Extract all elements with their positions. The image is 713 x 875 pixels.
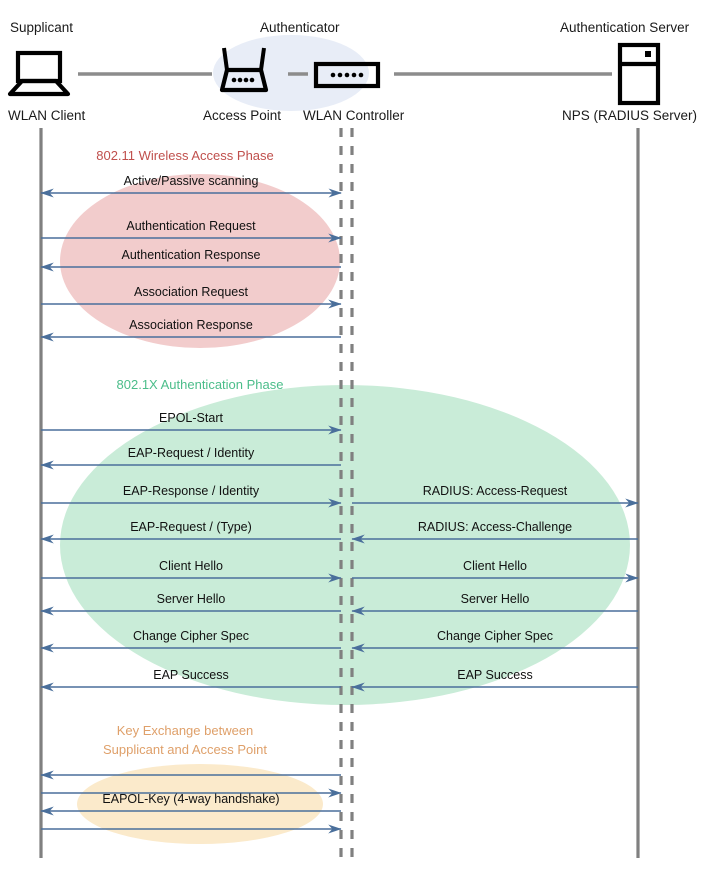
laptop-icon: [7, 50, 71, 97]
message-label: EAP-Request / Identity: [127, 446, 255, 460]
message-label: Active/Passive scanning: [123, 174, 259, 188]
message-label: Authentication Response: [121, 248, 261, 262]
message-label: EPOL-Start: [159, 411, 223, 425]
lifelines: [39, 128, 640, 858]
message-label: Association Response: [129, 318, 253, 332]
access-point-icon: [219, 47, 269, 93]
message-label: Server Hello: [156, 592, 226, 606]
role-label-supplicant: Supplicant: [10, 20, 74, 35]
message-label: EAP-Response / Identity: [122, 484, 260, 498]
role-label-authenticator: Authenticator: [260, 20, 340, 35]
message-label: EAP Success: [457, 668, 533, 682]
message-label: Change Cipher Spec: [436, 629, 554, 643]
message-label: RADIUS: Access-Challenge: [417, 520, 573, 534]
message-label: Client Hello: [463, 559, 527, 573]
device-label-access-point: Access Point: [203, 108, 282, 123]
role-label-authentication-server: Authentication Server: [560, 20, 690, 35]
message-label: Change Cipher Spec: [132, 629, 250, 643]
device-label-nps-radius-server: NPS (RADIUS Server): [562, 108, 698, 123]
phase-title-2: 802.1X Authentication Phase: [116, 377, 284, 392]
message-label: EAP Success: [153, 668, 229, 682]
phase-ellipse-2: [60, 385, 630, 705]
message-label: Association Request: [134, 285, 248, 299]
message-label: EAP-Request / (Type): [130, 520, 252, 534]
device-label-wlan-controller: WLAN Controller: [303, 108, 405, 123]
message-label: Authentication Request: [126, 219, 256, 233]
server-icon: [617, 42, 661, 106]
message-label: Client Hello: [159, 559, 223, 573]
phase-title-1: 802.11 Wireless Access Phase: [96, 148, 274, 163]
message-label: RADIUS: Access-Request: [422, 484, 568, 498]
wlan-controller-icon: [313, 61, 381, 89]
message-label: Server Hello: [460, 592, 530, 606]
message-label: EAPOL-Key (4-way handshake): [102, 792, 280, 806]
device-label-wlan-client: WLAN Client: [8, 108, 86, 123]
message-arrows: [40, 188, 639, 834]
phase-ellipse-3: [77, 764, 323, 844]
